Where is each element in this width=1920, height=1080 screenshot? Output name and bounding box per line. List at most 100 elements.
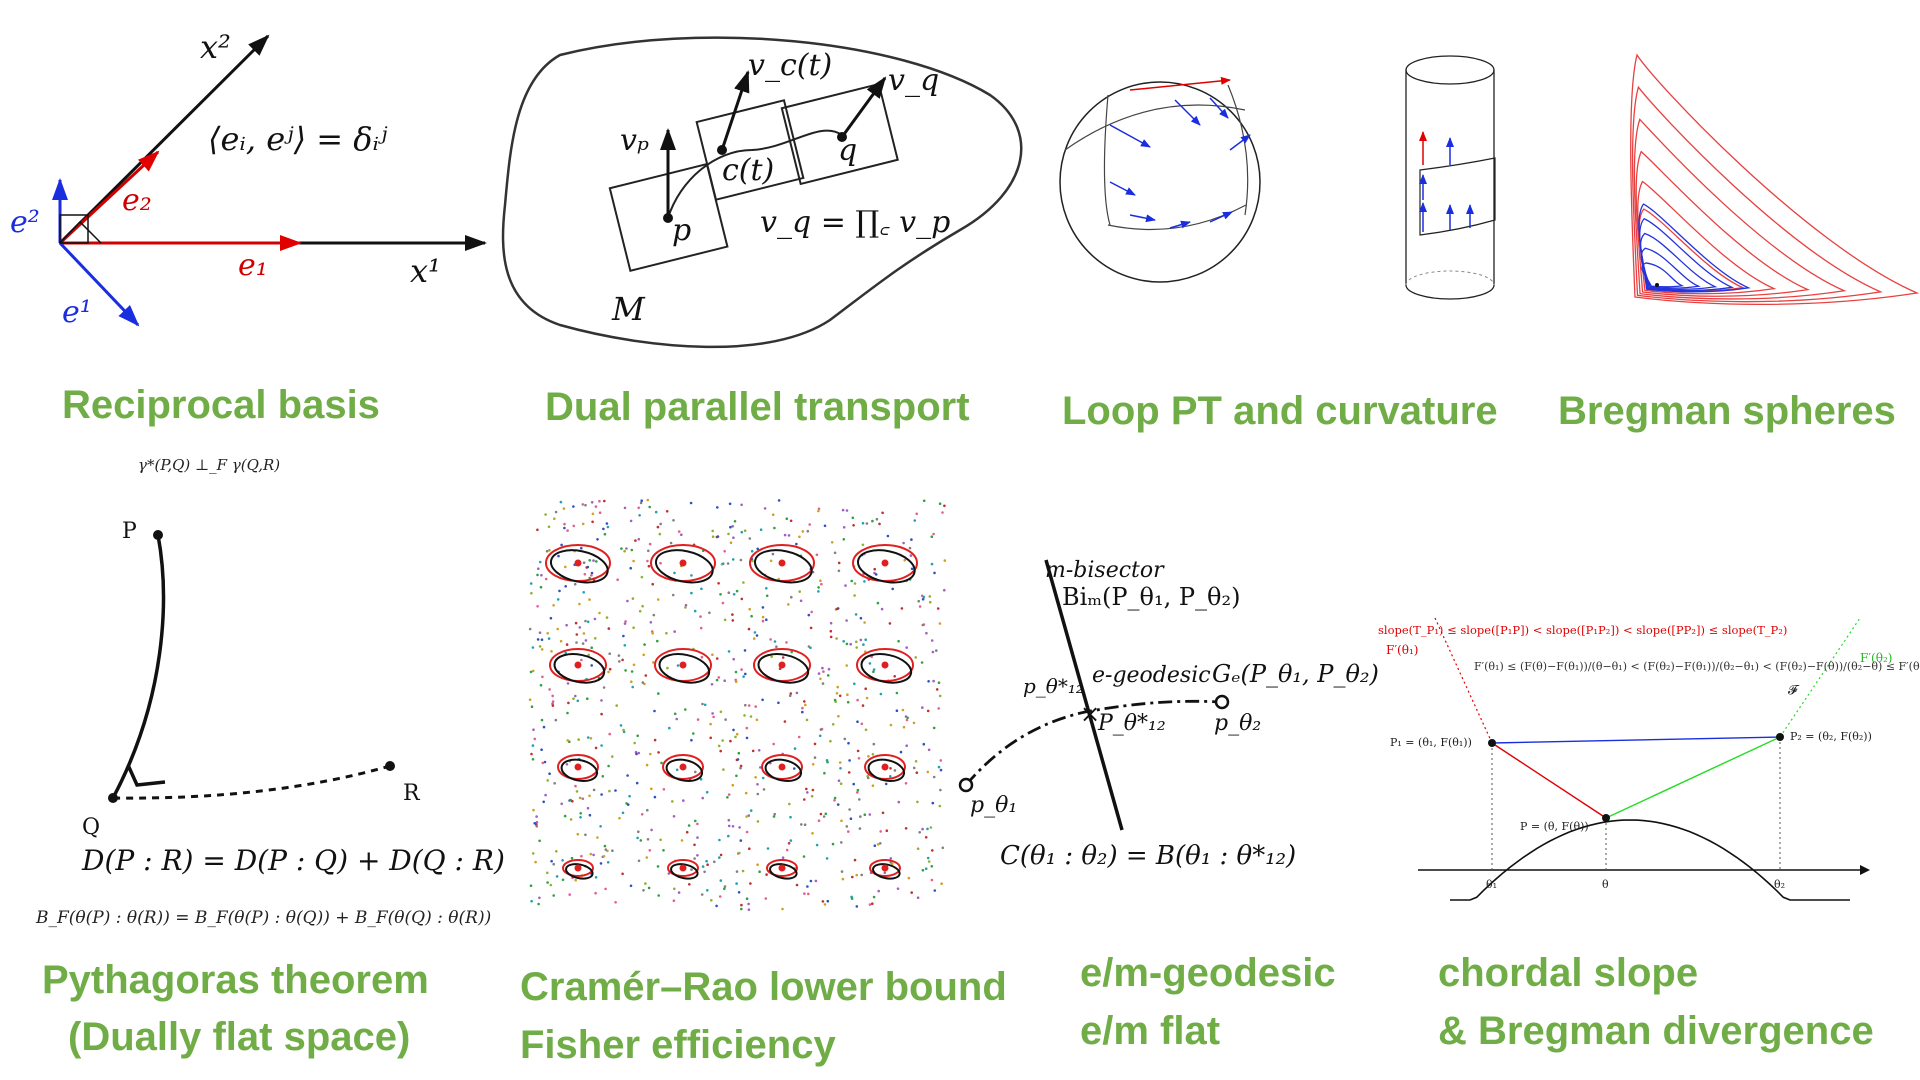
scatter-dot (772, 815, 776, 818)
scatter-dot (547, 525, 551, 529)
scatter-dot (594, 891, 597, 895)
scatter-dot (868, 813, 872, 816)
scatter-dot (588, 598, 591, 601)
scatter-dot (821, 900, 825, 903)
scatter-dot (781, 907, 784, 911)
scatter-dot (586, 806, 590, 810)
scatter-dot (709, 736, 712, 740)
reciprocal-formula: ⟨eᵢ, eʲ⟩ = δᵢʲ (208, 120, 388, 158)
scatter-dot (633, 741, 636, 745)
scatter-dot (916, 847, 920, 850)
scatter-dot (648, 542, 652, 546)
loop-blue-arrow-3 (1209, 97, 1229, 119)
scatter-dot (647, 564, 651, 568)
scatter-dot (727, 834, 730, 838)
scatter-dot (859, 616, 863, 620)
scatter-dot (693, 843, 696, 847)
scatter-dot (618, 660, 621, 663)
m-bisector-line (1044, 559, 1124, 831)
scatter-dot (640, 499, 643, 503)
scatter-dot (577, 738, 580, 741)
scatter-dot (756, 863, 759, 866)
scatter-dot (623, 644, 627, 647)
scatter-dot (582, 632, 586, 635)
scatter-dot (927, 748, 931, 752)
scatter-dot (797, 735, 801, 739)
scatter-dot (810, 610, 813, 614)
scatter-dot (805, 718, 809, 722)
scatter-dot (902, 541, 905, 545)
ellipse-center (574, 763, 582, 771)
scatter-dot (930, 865, 934, 868)
scatter-dot (939, 768, 943, 772)
scatter-dot (915, 771, 919, 774)
scatter-dot (699, 615, 702, 618)
scatter-dot (640, 575, 644, 579)
panel-loop-pt (1059, 55, 1496, 300)
scatter-dot (672, 815, 676, 818)
scatter-dot (853, 858, 857, 862)
scatter-dot (560, 543, 563, 547)
M-label: M (611, 290, 646, 328)
scatter-dot (879, 830, 882, 833)
ellipse-center (778, 559, 786, 567)
scatter-dot (711, 712, 714, 715)
scatter-dot (853, 582, 857, 585)
scatter-dot (588, 559, 591, 562)
scatter-dot (777, 577, 780, 581)
scatter-dot (829, 635, 833, 639)
scatter-dot (745, 726, 749, 730)
scatter-dot (734, 735, 737, 739)
scatter-dot (705, 790, 709, 794)
scatter-dot (941, 511, 944, 514)
scatter-dot (824, 812, 828, 816)
scatter-dot (540, 573, 543, 577)
bregman-red-contour (1637, 180, 1777, 295)
scatter-dot (856, 791, 859, 794)
scatter-dot (641, 604, 644, 608)
scatter-dot (619, 724, 623, 727)
scatter-dot (905, 718, 909, 722)
scatter-dot (541, 761, 545, 765)
scatter-dot (621, 811, 625, 815)
ellipse-black (560, 758, 599, 783)
scatter-dot (775, 645, 778, 648)
scatter-dot (716, 506, 719, 509)
e-up1-arrow (58, 241, 140, 327)
scatter-dot (761, 698, 764, 702)
scatter-dot (575, 790, 579, 793)
scatter-dot (659, 561, 662, 565)
scatter-dot (590, 664, 593, 667)
scatter-dot (761, 606, 765, 609)
scatter-dot (622, 634, 625, 638)
scatter-dot (893, 769, 897, 772)
scatter-dot (705, 859, 708, 863)
scatter-dot (668, 726, 671, 730)
scatter-dot (908, 546, 912, 550)
scatter-dot (856, 788, 860, 792)
scatter-dot (545, 549, 549, 553)
scatter-dot (529, 582, 533, 585)
scatter-dot (847, 741, 850, 745)
scatter-dot (913, 519, 917, 522)
scatter-dot (569, 818, 573, 821)
scatter-dot (756, 792, 760, 796)
scatter-dot (654, 510, 658, 514)
scatter-dot (939, 788, 942, 792)
ellipse-grid (545, 544, 918, 880)
scatter-dot (640, 813, 644, 816)
scatter-dot (529, 670, 533, 674)
scatter-dot (810, 794, 814, 798)
scatter-dot (623, 549, 626, 553)
scatter-dot (685, 830, 689, 834)
bregman-blue-contours (1638, 203, 1751, 293)
scatter-dot (761, 776, 765, 780)
scatter-dot (578, 796, 582, 800)
scatter-dot (745, 736, 749, 740)
scatter-dot (762, 788, 766, 791)
scatter-dot (745, 815, 748, 818)
scatter-dot (675, 768, 679, 772)
scatter-dot (893, 675, 896, 678)
scatter-dot (544, 577, 548, 581)
loop-blue-arrow-8 (1129, 214, 1156, 223)
